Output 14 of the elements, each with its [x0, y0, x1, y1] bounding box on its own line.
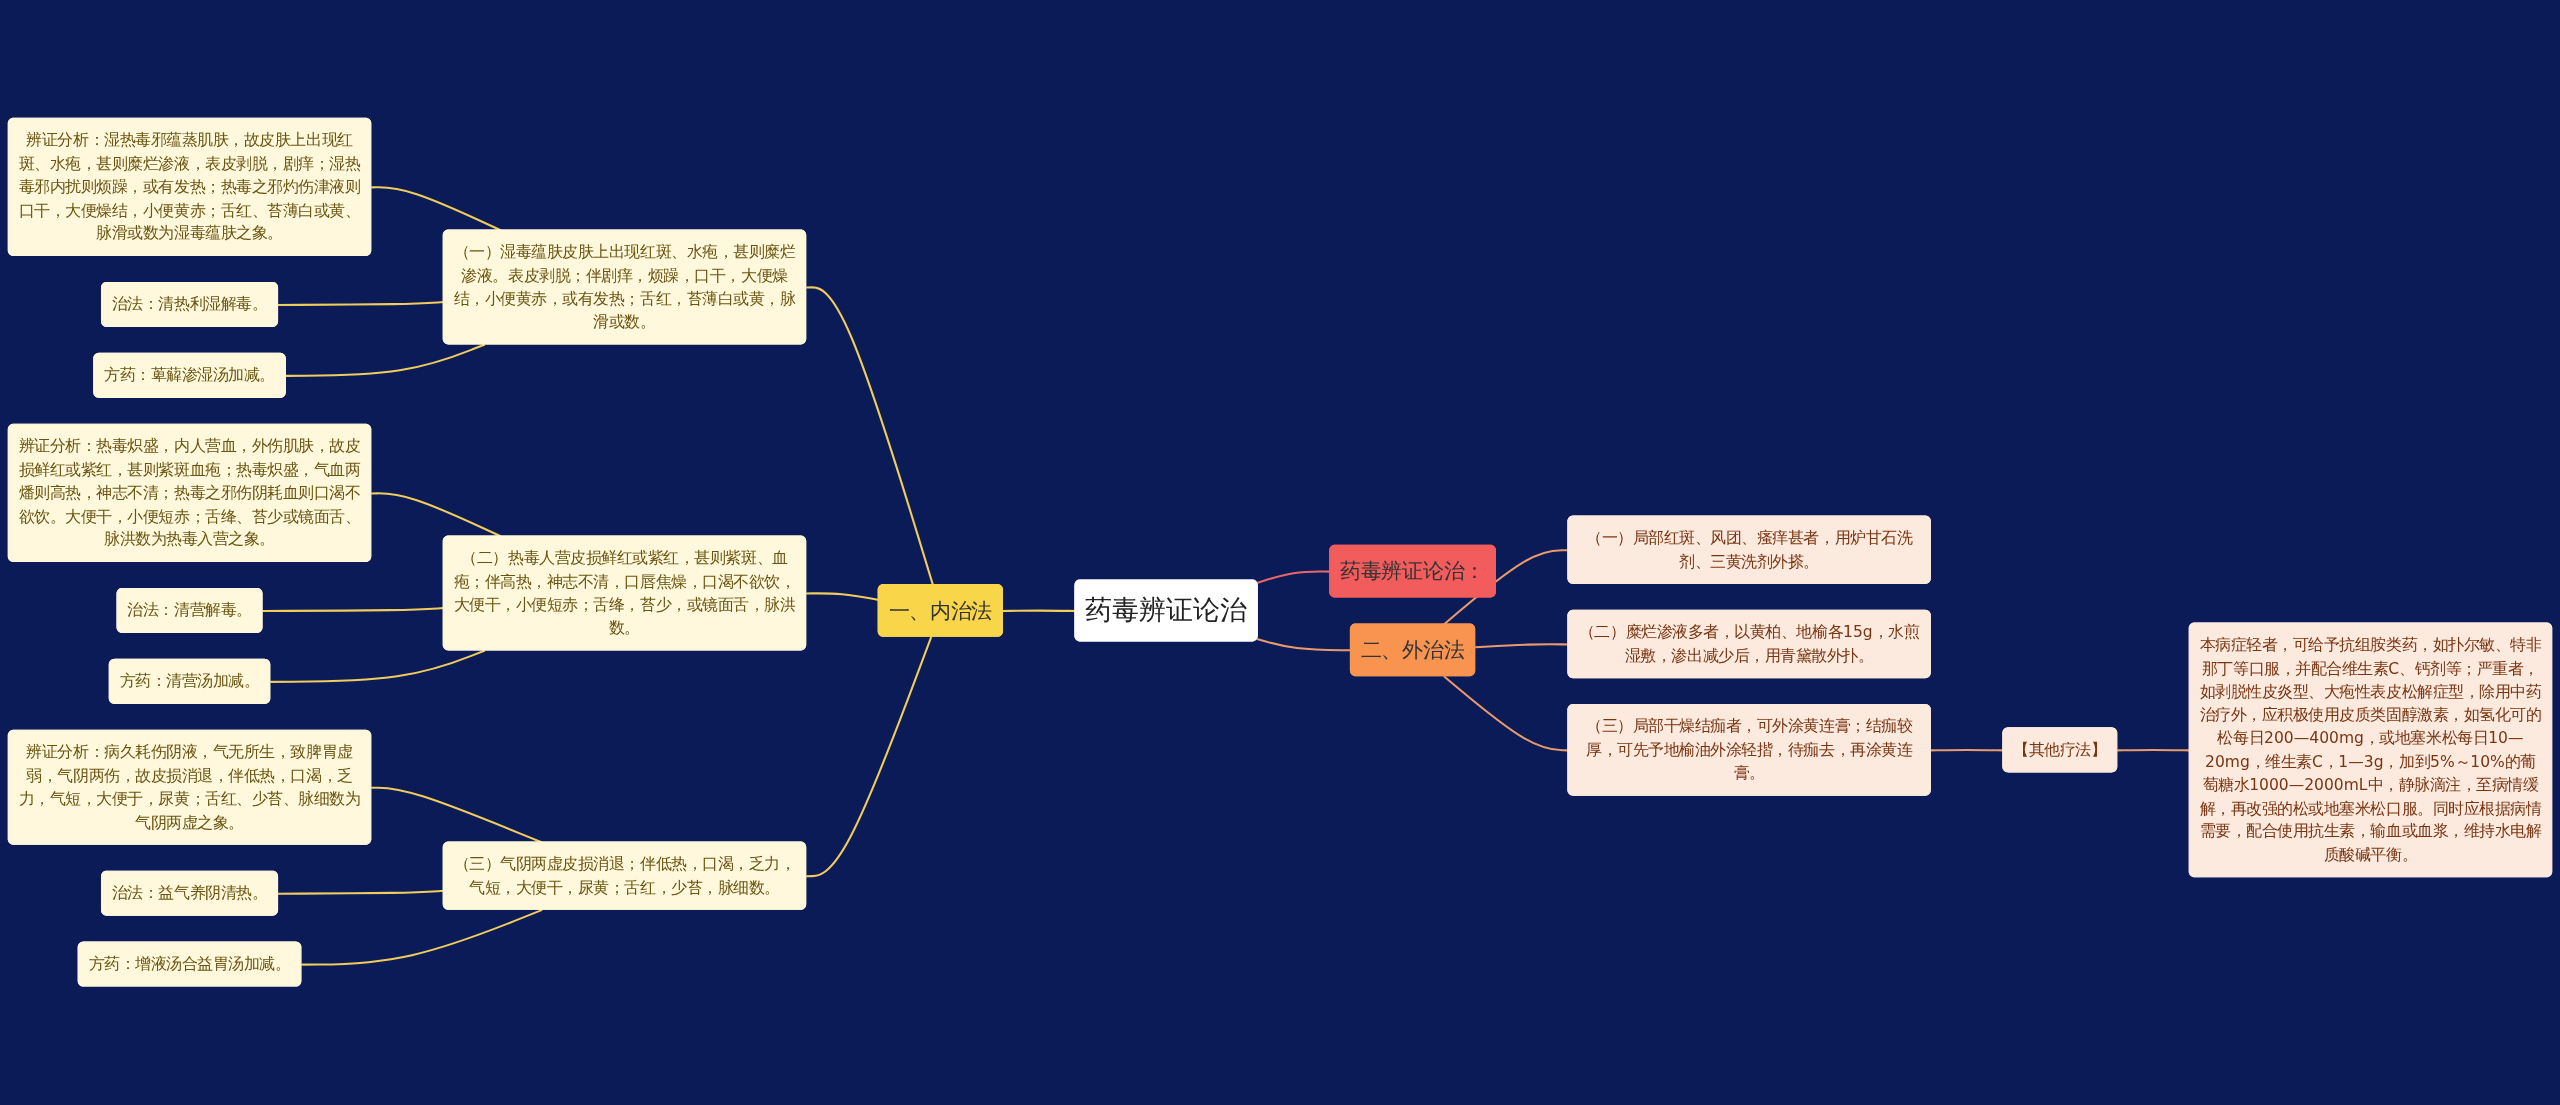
connector [1256, 638, 1351, 652]
connector [371, 186, 502, 232]
connector [278, 890, 444, 895]
connector [270, 649, 486, 684]
connector [371, 786, 543, 844]
connector [806, 592, 879, 602]
connector [278, 301, 444, 307]
connector [285, 343, 486, 378]
connector [371, 492, 502, 538]
connector [262, 607, 444, 613]
connector [301, 909, 543, 966]
connector [806, 286, 934, 586]
connector [806, 636, 933, 878]
connector [2117, 749, 2190, 752]
